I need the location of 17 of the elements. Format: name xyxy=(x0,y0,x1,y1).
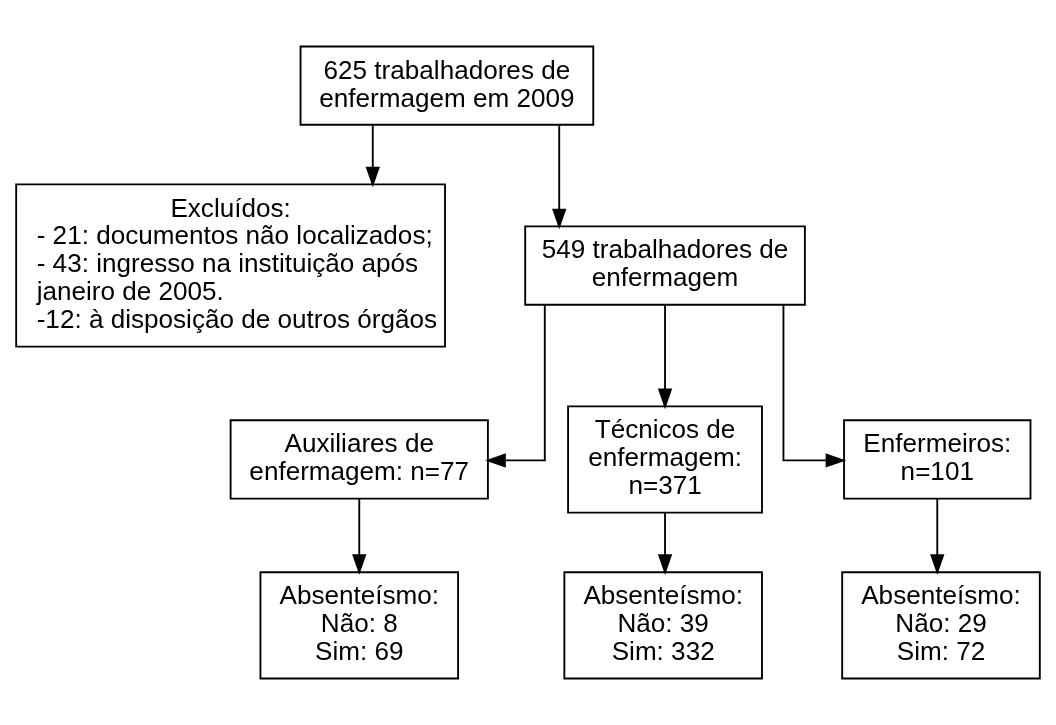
node-box: Absenteísmo: Não: 39 Sim: 332 xyxy=(563,571,763,680)
node-box: Absenteísmo: Não: 8 Sim: 69 xyxy=(259,571,459,680)
node-box: Enfermeiros: n=101 xyxy=(843,419,1032,500)
node-box: 549 trabalhadores de enfermagem xyxy=(524,225,806,306)
arrow xyxy=(552,124,567,230)
node-box: Absenteísmo: Não: 29 Sim: 72 xyxy=(841,571,1041,680)
arrow xyxy=(352,497,367,575)
node-box: 625 trabalhadores de enfermagem em 2009 xyxy=(299,45,595,126)
node-box: Técnicos de enfermagem: n=371 xyxy=(567,405,763,514)
node-box: Excluídos: - 21: documentos não localizados; - 43: ingresso na instituição após janeiro de 2005. -12: à disposição de outros órgãos xyxy=(15,183,446,348)
arrow xyxy=(782,304,847,468)
arrow xyxy=(657,511,673,575)
arrow xyxy=(365,124,380,188)
arrow xyxy=(657,303,673,410)
node-box: Auxiliares de enfermagem: n=77 xyxy=(229,419,489,500)
arrow xyxy=(485,304,546,468)
arrow xyxy=(930,497,945,575)
